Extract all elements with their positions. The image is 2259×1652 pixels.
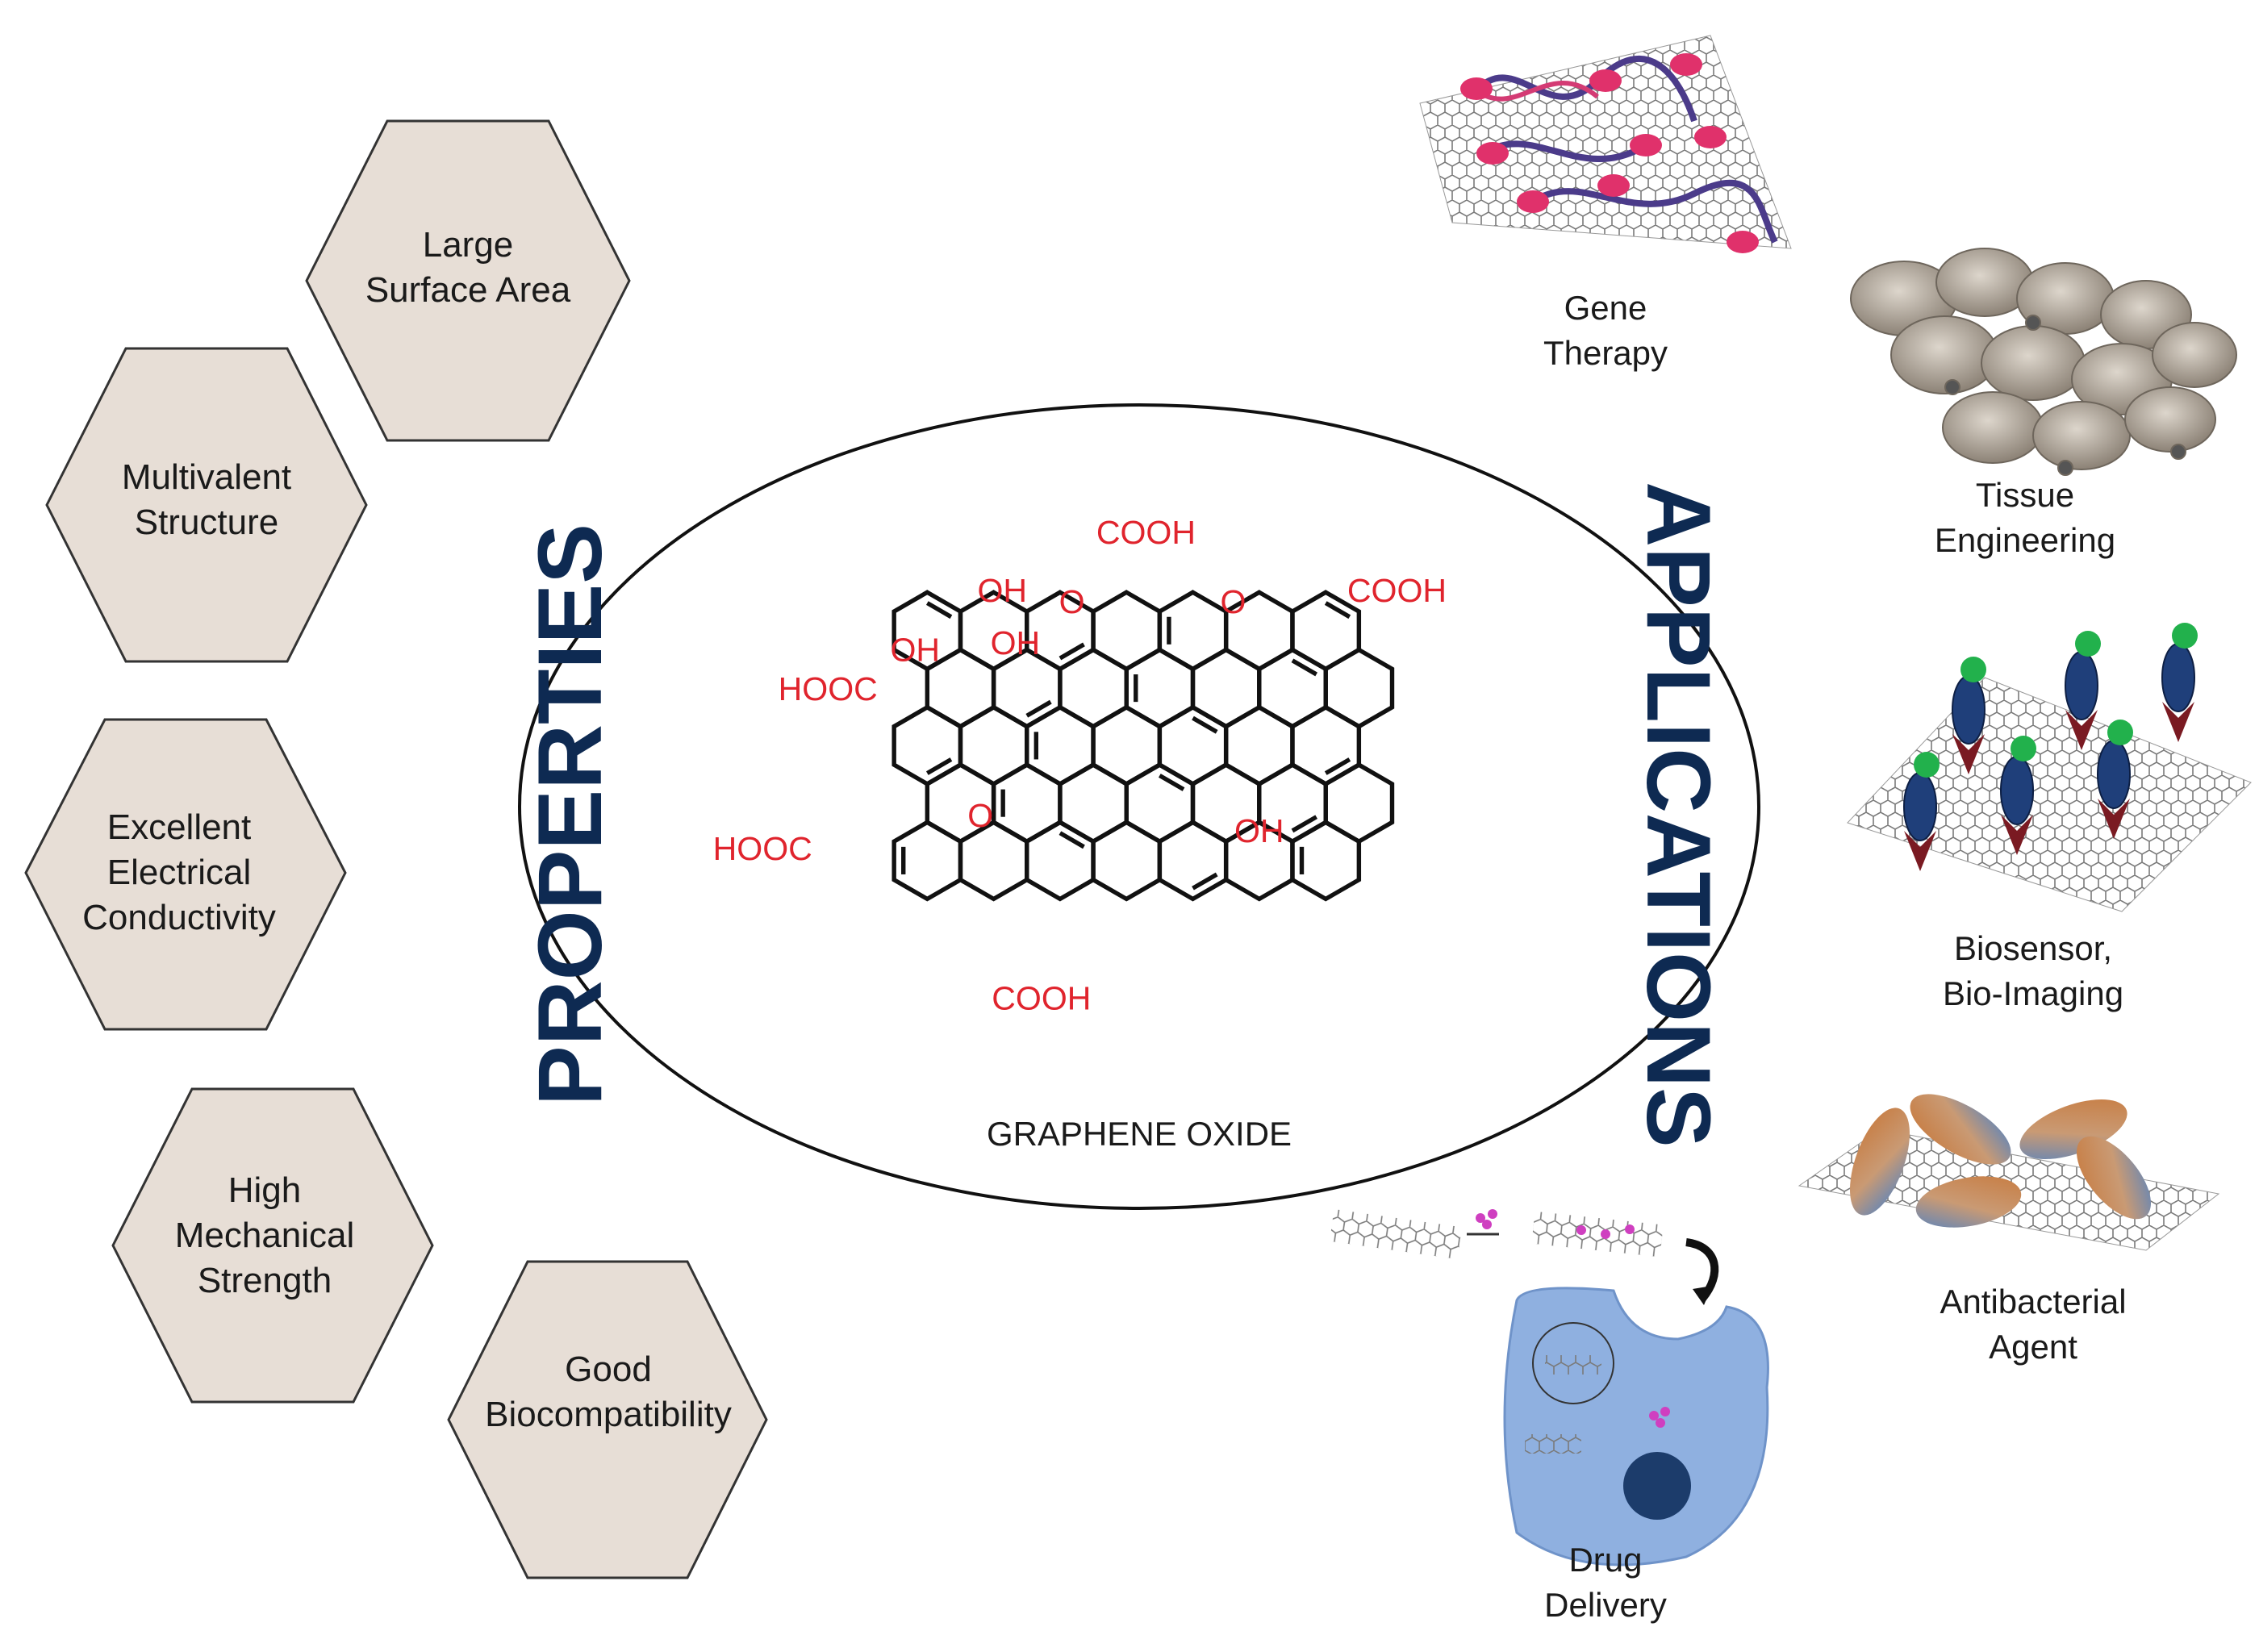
carbon-ring [1091,820,1163,902]
double-bond [1192,715,1218,734]
property-label: Good [565,1350,652,1389]
functional-group-label: OH [890,632,940,669]
double-bond [1324,601,1351,620]
property-label: Excellent [107,807,252,847]
double-bond [1291,815,1317,833]
biosensor-item: Biosensor, Bio-Imaging [1847,623,2252,1012]
property-label: Mechanical [175,1216,355,1255]
functional-group-label: O [1059,583,1085,620]
property-label: Electrical [107,853,252,892]
application-label: Delivery [1544,1586,1667,1624]
double-bond [1059,642,1085,661]
cell-cluster-icon [1850,248,2237,476]
property-hexagon-electrical-conductivity: Excellent Electrical Conductivity [24,718,347,1031]
dna-on-graphene-icon [1419,35,1792,253]
functional-group-label: O [967,797,993,834]
property-hexagon-large-surface-area: Large Surface Area [305,119,631,442]
double-bond [1159,774,1185,791]
application-label: Tissue [1976,476,2074,514]
drug-delivery-item: Drug Delivery [1329,1209,1769,1624]
application-label: Therapy [1543,334,1668,372]
graphene-oxide-structure: COOH COOH HOOC HOOC COOH OH OH OH OH O O O [713,514,1447,1017]
cell-uptake-icon [1329,1209,1769,1566]
application-label: Bio-Imaging [1943,974,2123,1012]
tissue-engineering-item: Tissue Engineering [1850,248,2237,559]
functional-group-label: HOOC [779,670,878,707]
gene-therapy-item: Gene Therapy [1419,35,1792,372]
property-label: Multivalent [122,457,291,497]
double-bond [925,601,953,620]
application-label: Engineering [1935,521,2115,559]
application-label: Antibacterial [1940,1283,2126,1320]
property-label: Surface Area [365,270,571,310]
application-label: Agent [1989,1328,2077,1366]
property-hexagon-biocompatibility: Good Biocompatibility [447,1260,768,1579]
double-bond [1192,872,1218,891]
property-label: Large [423,225,514,265]
double-bond [1324,757,1351,775]
double-bond [1291,658,1317,677]
application-label: Drug [1568,1541,1642,1579]
property-hexagon-multivalent-structure: Multivalent Structure [45,347,368,663]
carbon-ring [1290,820,1362,902]
property-hexagon-mechanical-strength: High Mechanical Strength [111,1087,434,1404]
properties-panel: Large Surface Area Multivalent Structure… [24,119,768,1579]
application-label: Biosensor, [1954,929,2112,967]
functional-group-label: COOH [1347,572,1447,609]
property-label: Structure [135,503,279,542]
functional-group-label: O [1220,583,1246,620]
center-ellipse [518,403,1760,1210]
double-bond [1025,699,1052,718]
double-bond [925,757,953,775]
probe-on-graphene-icon [1847,623,2252,912]
property-label: Conductivity [82,898,276,937]
applications-arc-label: APPLICATIONS [1628,482,1729,1148]
functional-group-label: OH [977,572,1027,609]
functional-group-label: OH [1234,812,1284,849]
property-label: High [228,1170,302,1210]
properties-arc-label: PROPERTIES [520,524,620,1106]
application-label: Gene [1564,289,1647,327]
functional-group-label: HOOC [713,830,812,867]
applications-panel: Gene Therapy Tissue Engineering [1329,35,2252,1624]
functional-group-label: COOH [1096,514,1196,551]
functional-group-label: OH [991,624,1041,661]
carbon-lattice [891,590,1395,902]
antibacterial-item: Antibacterial Agent [1798,1094,2220,1366]
property-label: Strength [198,1261,332,1300]
double-bond [1059,831,1085,849]
bacteria-on-graphene-icon [1798,1094,2220,1251]
property-label: Biocompatibility [485,1395,732,1434]
graphene-oxide-caption: GRAPHENE OXIDE [987,1115,1292,1153]
functional-group-label: COOH [992,980,1091,1017]
